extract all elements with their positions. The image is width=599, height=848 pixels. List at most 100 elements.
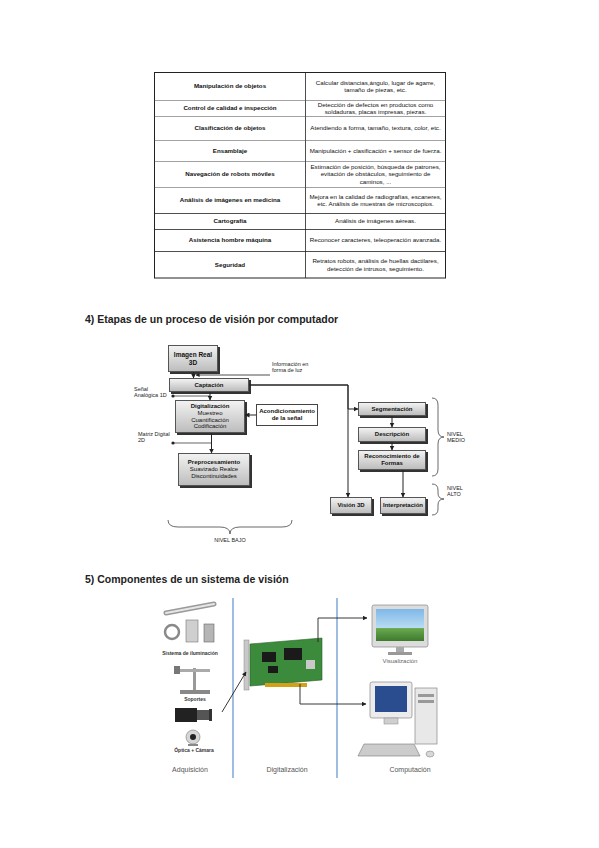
signal-arrow [222,672,246,712]
stage-label: Digitalización [253,766,321,774]
table-cell: Seguridad [155,251,305,278]
level-label: NIVEL MEDIO [447,431,477,444]
computer-screen [375,686,407,712]
light-panel [186,620,198,642]
monitor-screen [376,609,424,641]
process-box: Imagen Real 3D [168,345,218,372]
signal-arrow [318,618,367,642]
board-connector [265,683,307,687]
box-label: Visión 3D [337,502,364,509]
monitor-frame [372,605,428,647]
signal-label: Matriz Digital 2D [138,431,172,444]
board-chip [268,666,278,673]
section-divider [336,598,338,778]
drive-bay [418,694,434,697]
process-box: Descripción [358,427,426,442]
table-cell: Asistencia hombre máquina [155,229,305,251]
board-chip [284,648,302,660]
flow-arrow [392,416,393,427]
support-clamp [174,666,180,674]
table-cell: Clasificación de objetos [155,116,305,140]
table-row-rule [155,251,446,252]
box-label: Digitalización [191,403,230,410]
process-box: Visión 3D [330,497,372,514]
level-brace [432,398,444,476]
ring-light [165,625,179,639]
computer-monitor [370,682,412,718]
camera-lens [209,709,212,721]
level-brace [168,520,292,534]
table-cell: Mejora en la calidad de radiografías, es… [306,187,445,213]
camera-lens [197,710,209,720]
drive-bay [418,700,434,703]
support-base [180,690,210,694]
table-cell: Estimación de posición, búsqueda de patr… [306,161,445,187]
table-cell: Análisis de imágenes en medicina [155,187,305,213]
process-box: DigitalizaciónMuestreo Cuantificación Co… [175,400,245,433]
computer-tower [415,688,437,744]
level-label: NIVEL ALTO [447,485,477,498]
camera-body [175,708,197,722]
box-label: Descripción [375,431,409,438]
flow-arrow [211,433,212,453]
box-body: Muestreo Cuantificación Codificación [178,410,242,431]
flow-arrow [403,470,404,497]
component-caption: Sistema de iluminación [157,651,223,657]
flow-arrow [249,385,348,497]
webcam-lens [190,734,196,740]
webcam [186,730,200,744]
light-panel [204,624,214,642]
box-label: Preprocesamiento [188,459,240,466]
light-tube [166,604,214,613]
box-label: Reconocimiento de Formas [361,453,423,467]
component-caption: Visualización [370,658,430,665]
light-tube [166,604,214,613]
flow-arrow [210,392,211,400]
process-box: PreprocesamientoSuavizado Realce Discont… [178,453,250,486]
board-chip [306,660,315,669]
light-pointer [196,375,270,376]
table-cell: Manipulación de objetos [155,72,305,100]
process-box: Segmentación [358,402,426,416]
table-cell: Navegación de robots móviles [155,161,305,187]
box-label: Captación [194,382,223,389]
table-row-rule [155,229,446,230]
process-box: Reconocimiento de Formas [358,450,426,470]
board-bracket [244,640,249,690]
computer-monitor-base [384,718,398,724]
table-cell: Manipulación + clasificación + sensor de… [306,140,445,161]
process-box: Acondicionamiento de la señal [256,404,318,426]
table-row-rule [155,213,446,214]
box-body: Suavizado Realce Discontinuidades [181,466,247,480]
monitor-base [388,652,412,655]
flow-arrow [392,442,393,450]
box-label: Interpretación [383,502,423,509]
signal-label: Señal Analógica 1D [134,386,172,399]
table-cell: Cartografía [155,213,305,229]
section-heading: 5) Componentes de un sistema de visión [85,573,505,585]
annotation-label: Información en forma de luz [272,361,320,374]
section-divider [232,598,234,778]
box-label: Acondicionamiento de la señal [259,408,315,422]
keyboard [358,744,420,756]
component-caption: Soportes [168,697,222,703]
table-cell: Detección de defectos en productos como … [306,100,445,116]
table-row-rule [155,187,446,188]
table-row-rule [155,161,446,162]
component-caption: Óptica + Cámara [163,748,225,754]
table-cell: Calcular distancias,ángulo, lugar de aga… [306,72,445,100]
table-column-rule [305,73,306,279]
table-cell: Control de calidad e inspección [155,100,305,116]
webcam-stand [188,744,198,746]
box-label: Segmentación [371,406,412,413]
table-row-rule [155,116,446,117]
monitor-stand [396,647,404,652]
signal-leader [173,443,211,444]
process-box: Captación [169,378,249,392]
level-brace [432,484,444,515]
stage-label: Adquisición [162,766,218,774]
table-cell: Análisis de imágenes aéreas. [306,213,445,229]
section-heading: 4) Etapas de un proceso de visión por co… [85,313,505,325]
table-row-rule [155,140,446,141]
table-border [155,73,446,279]
